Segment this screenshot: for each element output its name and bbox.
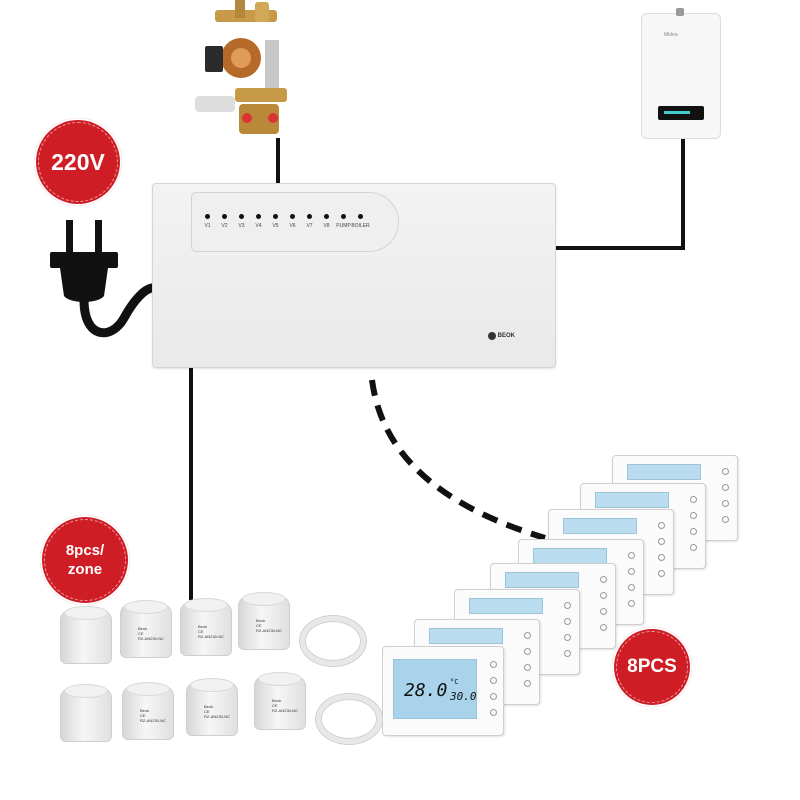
led-v7: V7 bbox=[301, 214, 318, 229]
temperature-unit: °C bbox=[450, 678, 459, 686]
current-temperature: 28.0 bbox=[404, 680, 448, 701]
thermostats-quantity-badge-text: 8PCS bbox=[627, 656, 677, 677]
led-v1: V1 bbox=[199, 214, 216, 229]
voltage-badge: 220V bbox=[34, 118, 122, 206]
led-row: V1 V2 V3 V4 V5 V6 V7 V8 PUMP BOILER bbox=[199, 214, 370, 229]
actuator bbox=[58, 606, 112, 666]
voltage-badge-text: 220V bbox=[51, 148, 105, 175]
led-v3: V3 bbox=[233, 214, 250, 229]
wiring-center: V1 V2 V3 V4 V5 V6 V7 V8 PUMP BOILER BEOK bbox=[152, 183, 556, 368]
led-v4: V4 bbox=[250, 214, 267, 229]
brand-mark-icon bbox=[487, 332, 496, 340]
actuator-cable-coil bbox=[316, 694, 382, 744]
actuator-cable-coil bbox=[300, 616, 366, 666]
mixing-valve-icon bbox=[195, 0, 295, 140]
led-v2: V2 bbox=[216, 214, 233, 229]
power-plug-icon bbox=[50, 220, 161, 338]
actuators-per-zone-badge-text: 8pcs/ zone bbox=[65, 542, 105, 578]
thermostat-screen: 28.0 °C 30.0 bbox=[393, 659, 477, 719]
actuators-per-zone-badge: 8pcs/ zone bbox=[40, 515, 130, 605]
led-pump: PUMP bbox=[335, 214, 352, 229]
thermostats-quantity-badge: 8PCS bbox=[612, 627, 692, 707]
led-v6: V6 bbox=[284, 214, 301, 229]
boiler-icon: Midea bbox=[641, 8, 721, 139]
actuator bbox=[58, 684, 112, 744]
thermostat-front: 28.0 °C 30.0 bbox=[382, 646, 504, 736]
led-panel bbox=[191, 192, 399, 252]
led-boiler: BOILER bbox=[351, 214, 370, 229]
led-v5: V5 bbox=[267, 214, 284, 229]
led-v8: V8 bbox=[318, 214, 335, 229]
set-temperature: 30.0 bbox=[450, 690, 477, 703]
brand-logo: BEOK bbox=[487, 332, 515, 340]
